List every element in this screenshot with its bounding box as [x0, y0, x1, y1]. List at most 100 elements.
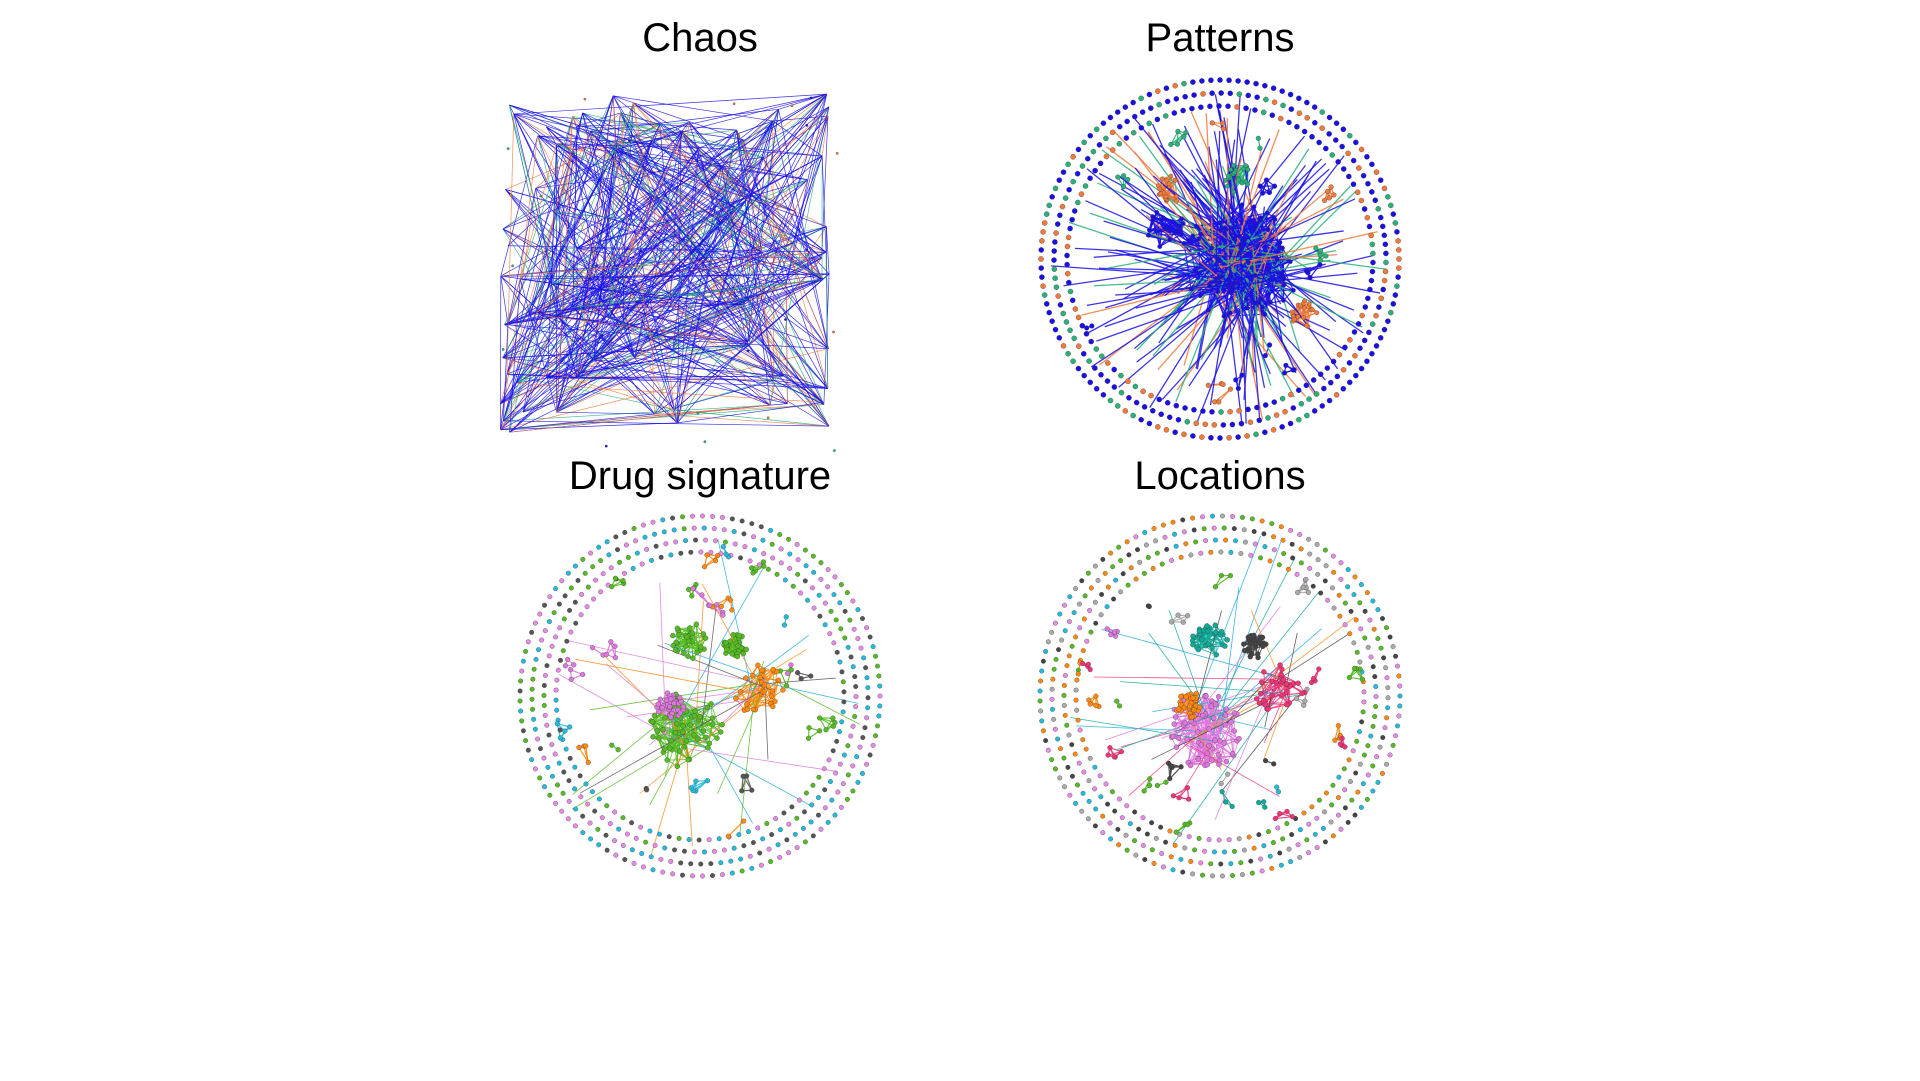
network-node	[629, 820, 635, 826]
network-node	[784, 837, 790, 843]
network-node	[757, 850, 763, 856]
network-node	[847, 617, 853, 623]
network-node	[853, 694, 859, 700]
network-node	[1345, 567, 1351, 573]
network-node	[1116, 842, 1122, 848]
network-node	[1298, 560, 1304, 566]
network-node	[655, 701, 661, 707]
network-node	[750, 840, 756, 846]
network-node	[1360, 172, 1367, 179]
network-node	[1325, 188, 1331, 195]
network-node	[663, 541, 669, 547]
network-node	[1115, 174, 1121, 180]
network-edge	[1264, 280, 1299, 314]
network-node	[1346, 674, 1352, 681]
network-node	[1298, 400, 1305, 407]
network-node	[1151, 861, 1157, 866]
network-node	[1378, 295, 1385, 302]
network-edge	[1171, 615, 1188, 623]
network-node	[1364, 153, 1370, 160]
network-node	[678, 860, 684, 866]
network-node	[802, 578, 808, 584]
network-node	[1240, 514, 1245, 520]
network-node	[660, 517, 666, 523]
network-edge	[1198, 606, 1281, 714]
network-node	[1052, 726, 1058, 732]
network-node	[1178, 764, 1184, 770]
network-node	[1067, 594, 1073, 600]
network-edge	[1281, 674, 1299, 684]
network-edge	[724, 120, 774, 196]
network-node	[649, 719, 656, 725]
network-node	[1251, 632, 1257, 639]
network-node	[633, 538, 639, 544]
network-node	[1202, 848, 1207, 854]
network-node	[1041, 220, 1048, 226]
network-edge	[537, 135, 595, 360]
network-node	[1395, 663, 1400, 669]
network-node	[1243, 105, 1249, 111]
network-node	[795, 670, 801, 676]
network-edge	[1196, 261, 1219, 370]
network-node	[567, 607, 573, 613]
network-edge	[601, 133, 683, 302]
network-node	[1109, 789, 1115, 795]
network-node	[561, 616, 567, 622]
network-node	[1201, 526, 1207, 532]
network-node	[1270, 427, 1277, 433]
network-edge	[601, 166, 722, 302]
network-node	[1138, 95, 1144, 102]
network-edge	[1209, 214, 1235, 248]
network-node	[699, 592, 705, 598]
network-node	[1093, 620, 1099, 626]
network-node	[810, 782, 816, 788]
network-node	[1064, 663, 1070, 669]
network-edge	[509, 331, 711, 433]
network-node	[1181, 134, 1187, 140]
network-node	[1282, 408, 1288, 415]
network-node	[1066, 732, 1072, 738]
network-node	[1326, 131, 1332, 137]
panel-title-chaos: Chaos	[642, 16, 758, 60]
network-node	[1220, 126, 1227, 132]
network-edge	[1215, 130, 1221, 269]
network-node	[833, 449, 836, 452]
network-node	[853, 684, 859, 690]
network-node	[564, 638, 570, 644]
network-node	[603, 832, 609, 838]
network-node	[1111, 384, 1118, 390]
network-node	[729, 651, 735, 657]
network-node	[1215, 752, 1222, 758]
network-node	[672, 847, 678, 853]
network-node	[1066, 619, 1072, 624]
network-node	[1256, 799, 1262, 806]
network-node	[698, 644, 704, 650]
network-node	[1347, 779, 1353, 785]
network-node	[817, 613, 823, 619]
network-edge	[807, 94, 828, 180]
network-node	[1281, 298, 1286, 303]
network-node	[1173, 194, 1179, 199]
network-node	[596, 796, 602, 802]
network-node	[1132, 383, 1139, 390]
network-edge	[572, 716, 668, 795]
network-node	[1149, 847, 1155, 853]
network-node	[700, 728, 707, 734]
network-node	[830, 723, 837, 729]
network-node	[1314, 815, 1320, 821]
network-node	[704, 552, 710, 558]
network-node	[525, 747, 531, 753]
network-node	[604, 847, 610, 853]
network-node	[1222, 643, 1228, 649]
network-node	[620, 815, 626, 821]
network-node	[1142, 857, 1148, 862]
network-node	[710, 873, 715, 879]
network-node	[1227, 573, 1234, 579]
network-node	[1373, 169, 1380, 175]
network-node	[1245, 259, 1251, 265]
network-node	[1393, 653, 1399, 659]
network-node	[1183, 541, 1189, 547]
network-edge	[716, 109, 779, 306]
network-node	[703, 734, 709, 740]
network-node	[1256, 832, 1262, 838]
